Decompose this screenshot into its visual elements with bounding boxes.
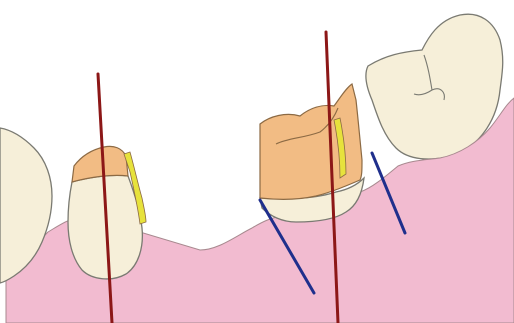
molar-prep [260,84,362,199]
